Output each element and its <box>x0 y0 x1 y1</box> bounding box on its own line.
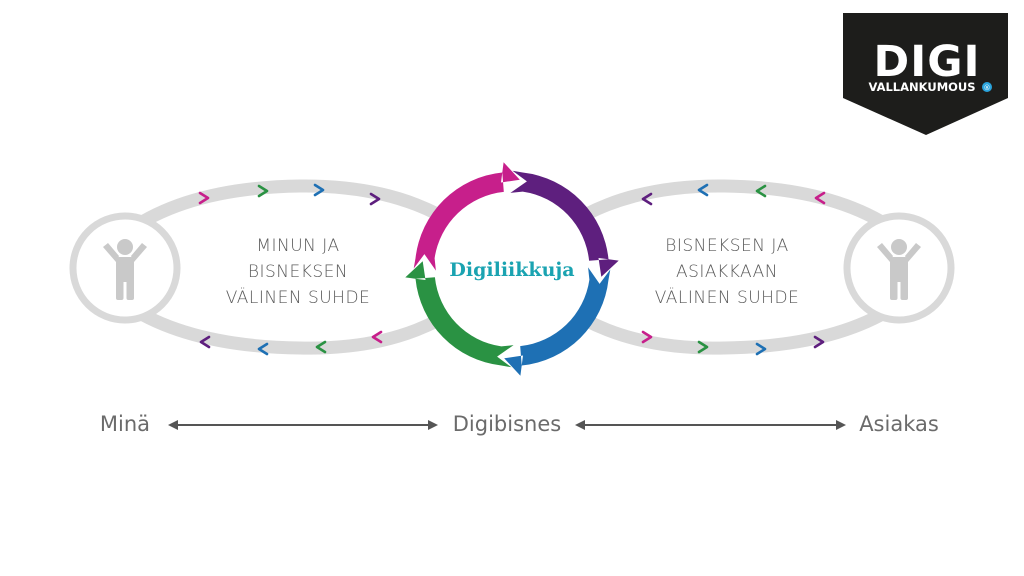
left-relation-line-1: MINUN JA <box>256 236 339 256</box>
chevron-right-icon <box>813 335 825 349</box>
logo-title: DIGI <box>874 37 981 87</box>
chevron-right-icon <box>641 330 653 344</box>
right-relation-text: BISNEKSEN JA ASIAKKAAN VÄLINEN SUHDE <box>655 236 800 308</box>
axis-label-asiakas: Asiakas <box>859 412 939 436</box>
cycle-center-label: Digiliikkuja <box>449 259 574 281</box>
right-relation-line-1: BISNEKSEN JA <box>665 236 789 256</box>
right-relation-line-3: VÄLINEN SUHDE <box>655 287 800 308</box>
chevron-right-icon <box>697 340 709 354</box>
chevron-right-icon <box>755 342 767 356</box>
right-relation-line-2: ASIAKKAAN <box>676 262 778 282</box>
loop-chevrons <box>198 183 826 356</box>
cycle-center-fill <box>434 191 590 347</box>
cycle-segment-top-right <box>510 170 619 277</box>
chevron-right-icon <box>369 192 381 206</box>
logo-badge: ® <box>984 84 991 92</box>
chevron-left-icon <box>755 184 767 198</box>
digi-vallankumous-logo: DIGI VALLANKUMOUS ® <box>843 13 1008 135</box>
axis-label-mina: Minä <box>100 412 150 436</box>
cycle-segment-top-left <box>413 162 520 271</box>
person-icon <box>103 239 147 300</box>
digiliikkuja-cycle: Digiliikkuja <box>405 162 619 376</box>
chevron-left-icon <box>371 330 383 344</box>
chevron-left-icon <box>697 183 709 197</box>
chevron-left-icon <box>641 192 653 206</box>
right-person-node <box>843 212 955 324</box>
cycle-segment-bottom-right <box>504 267 611 376</box>
cycle-segment-bottom-left <box>405 261 514 368</box>
chevron-left-icon <box>257 342 269 356</box>
relationship-axis: Minä Digibisnes Asiakas <box>100 412 939 436</box>
axis-label-digibisnes: Digibisnes <box>453 412 561 436</box>
chevron-left-icon <box>814 191 826 205</box>
chevron-right-icon <box>198 191 210 205</box>
chevron-left-icon <box>199 335 211 349</box>
chevron-right-icon <box>313 183 325 197</box>
chevron-right-icon <box>257 184 269 198</box>
person-icon <box>877 239 921 300</box>
chevron-left-icon <box>315 340 327 354</box>
left-relation-line-2: BISNEKSEN <box>248 262 348 282</box>
left-person-node <box>69 212 181 324</box>
left-relation-line-3: VÄLINEN SUHDE <box>226 287 371 308</box>
logo-shield-shape <box>843 13 1008 135</box>
logo-subtitle: VALLANKUMOUS <box>868 80 975 94</box>
left-relation-text: MINUN JA BISNEKSEN VÄLINEN SUHDE <box>226 236 371 308</box>
logo-badge-circle <box>982 82 992 92</box>
